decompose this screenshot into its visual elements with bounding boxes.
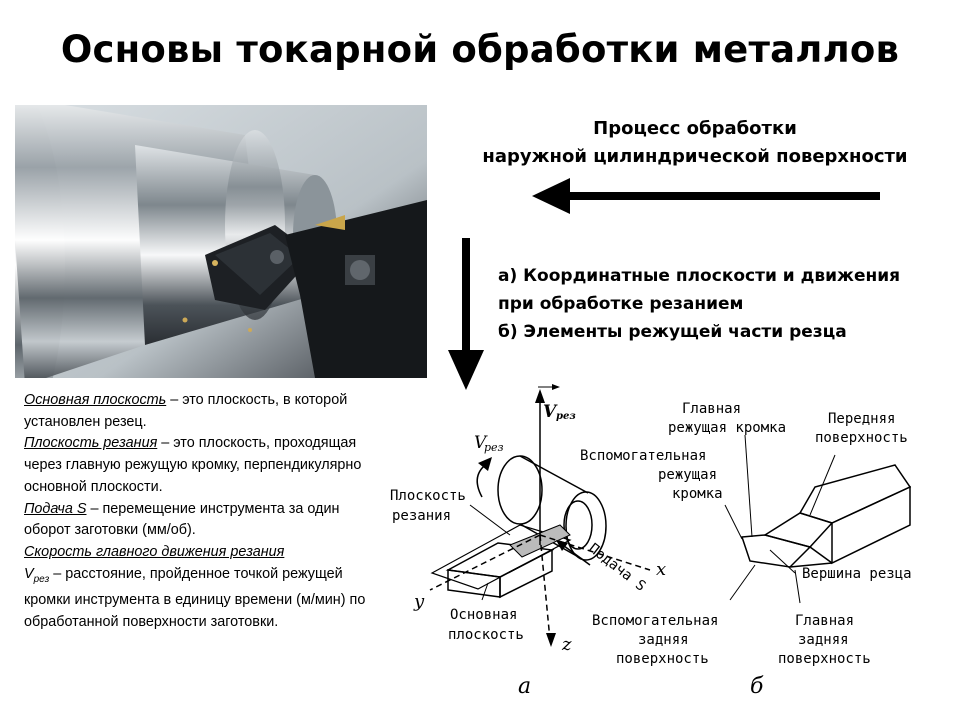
text-feed: – перемещение инструмента за один оборот… (24, 500, 340, 539)
definition-cutting-plane: Плоскость резания – это плоскость, прохо… (24, 433, 369, 498)
term-feed: Подача S (24, 500, 87, 517)
process-line-1: Процесс обработки (593, 118, 797, 139)
text-cutting-speed: – расстояние, пройденное точкой режущей … (24, 565, 366, 630)
definition-main-plane: Основная плоскость – это плоскость, в ко… (24, 390, 369, 433)
cutting-diagram: V рез V рез Плоскость резания Основная п… (390, 384, 912, 699)
tool-tip-face (763, 512, 834, 548)
left-arrow-icon (532, 178, 880, 214)
label-main-plane-1: Основная (450, 607, 517, 623)
workpiece-end-left (497, 455, 543, 525)
axis-x: x (656, 559, 666, 580)
axis-z: z (561, 634, 572, 655)
label-front-surface-1: Передняя (828, 411, 895, 427)
term-main-plane: Основная плоскость (24, 392, 167, 408)
text-cutting-plane: – это плоскость, проходящая через главну… (24, 435, 362, 495)
page-title: Основы токарной обработки металлов (60, 28, 900, 71)
label-feed: Подача S (586, 541, 649, 595)
legend: а) Координатные плоскости и движения при… (498, 262, 938, 346)
turning-photo (15, 105, 427, 378)
caption-a: а (518, 674, 531, 699)
process-line-2: наружной цилиндрической поверхности (482, 146, 908, 167)
symbol-v-sub: рез (33, 573, 50, 585)
v-rez-label: V (543, 402, 558, 422)
v-rez-sub: рез (556, 411, 576, 422)
workpiece-end-right (565, 491, 607, 561)
label-cutting-plane-2: резания (392, 508, 451, 524)
caption-b: б (750, 674, 764, 699)
label-main-back-3: поверхность (778, 651, 871, 667)
term-cutting-plane: Плоскость резания (24, 435, 158, 452)
process-caption: Процесс обработки наружной цилиндрическо… (480, 115, 910, 171)
label-main-edge-1: Главная (682, 401, 741, 417)
down-arrow-icon (448, 238, 484, 390)
label-aux-back-2: задняя (638, 632, 689, 648)
symbol-v: V (24, 565, 34, 582)
label-aux-back-3: поверхность (616, 651, 709, 667)
label-main-back-2: задняя (798, 632, 849, 648)
label-front-surface-2: поверхность (815, 430, 908, 446)
legend-line-1: а) Координатные плоскости и движения (498, 266, 901, 286)
text-main-plane: – это плоскость, в которой установлен ре… (24, 392, 348, 430)
definitions: Основная плоскость – это плоскость, в ко… (24, 390, 369, 634)
label-main-back-1: Главная (795, 613, 854, 629)
legend-line-3: б) Элементы режущей части резца (498, 322, 847, 342)
legend-line-2: при обработке резанием (498, 294, 744, 314)
label-aux-edge-2: режущая (658, 467, 717, 483)
v-rez-left-label: V (474, 433, 488, 453)
base-plane (430, 524, 572, 590)
label-main-plane-2: плоскость (448, 627, 524, 643)
label-aux-edge-1: Вспомогательная (580, 448, 706, 464)
term-cutting-speed: Скорость главного движения резания (24, 543, 285, 560)
label-cutting-plane-1: Плоскость (390, 488, 466, 504)
label-aux-edge-3: кромка (672, 486, 723, 502)
axis-y: y (413, 591, 425, 612)
definition-feed: Подача S – перемещение инструмента за од… (24, 499, 369, 542)
label-tip: Вершина резца (802, 566, 912, 582)
v-rez-left-sub: рез (484, 441, 504, 454)
label-main-edge-2: режущая кромка (668, 420, 786, 436)
label-aux-back-1: Вспомогательная (592, 613, 718, 629)
